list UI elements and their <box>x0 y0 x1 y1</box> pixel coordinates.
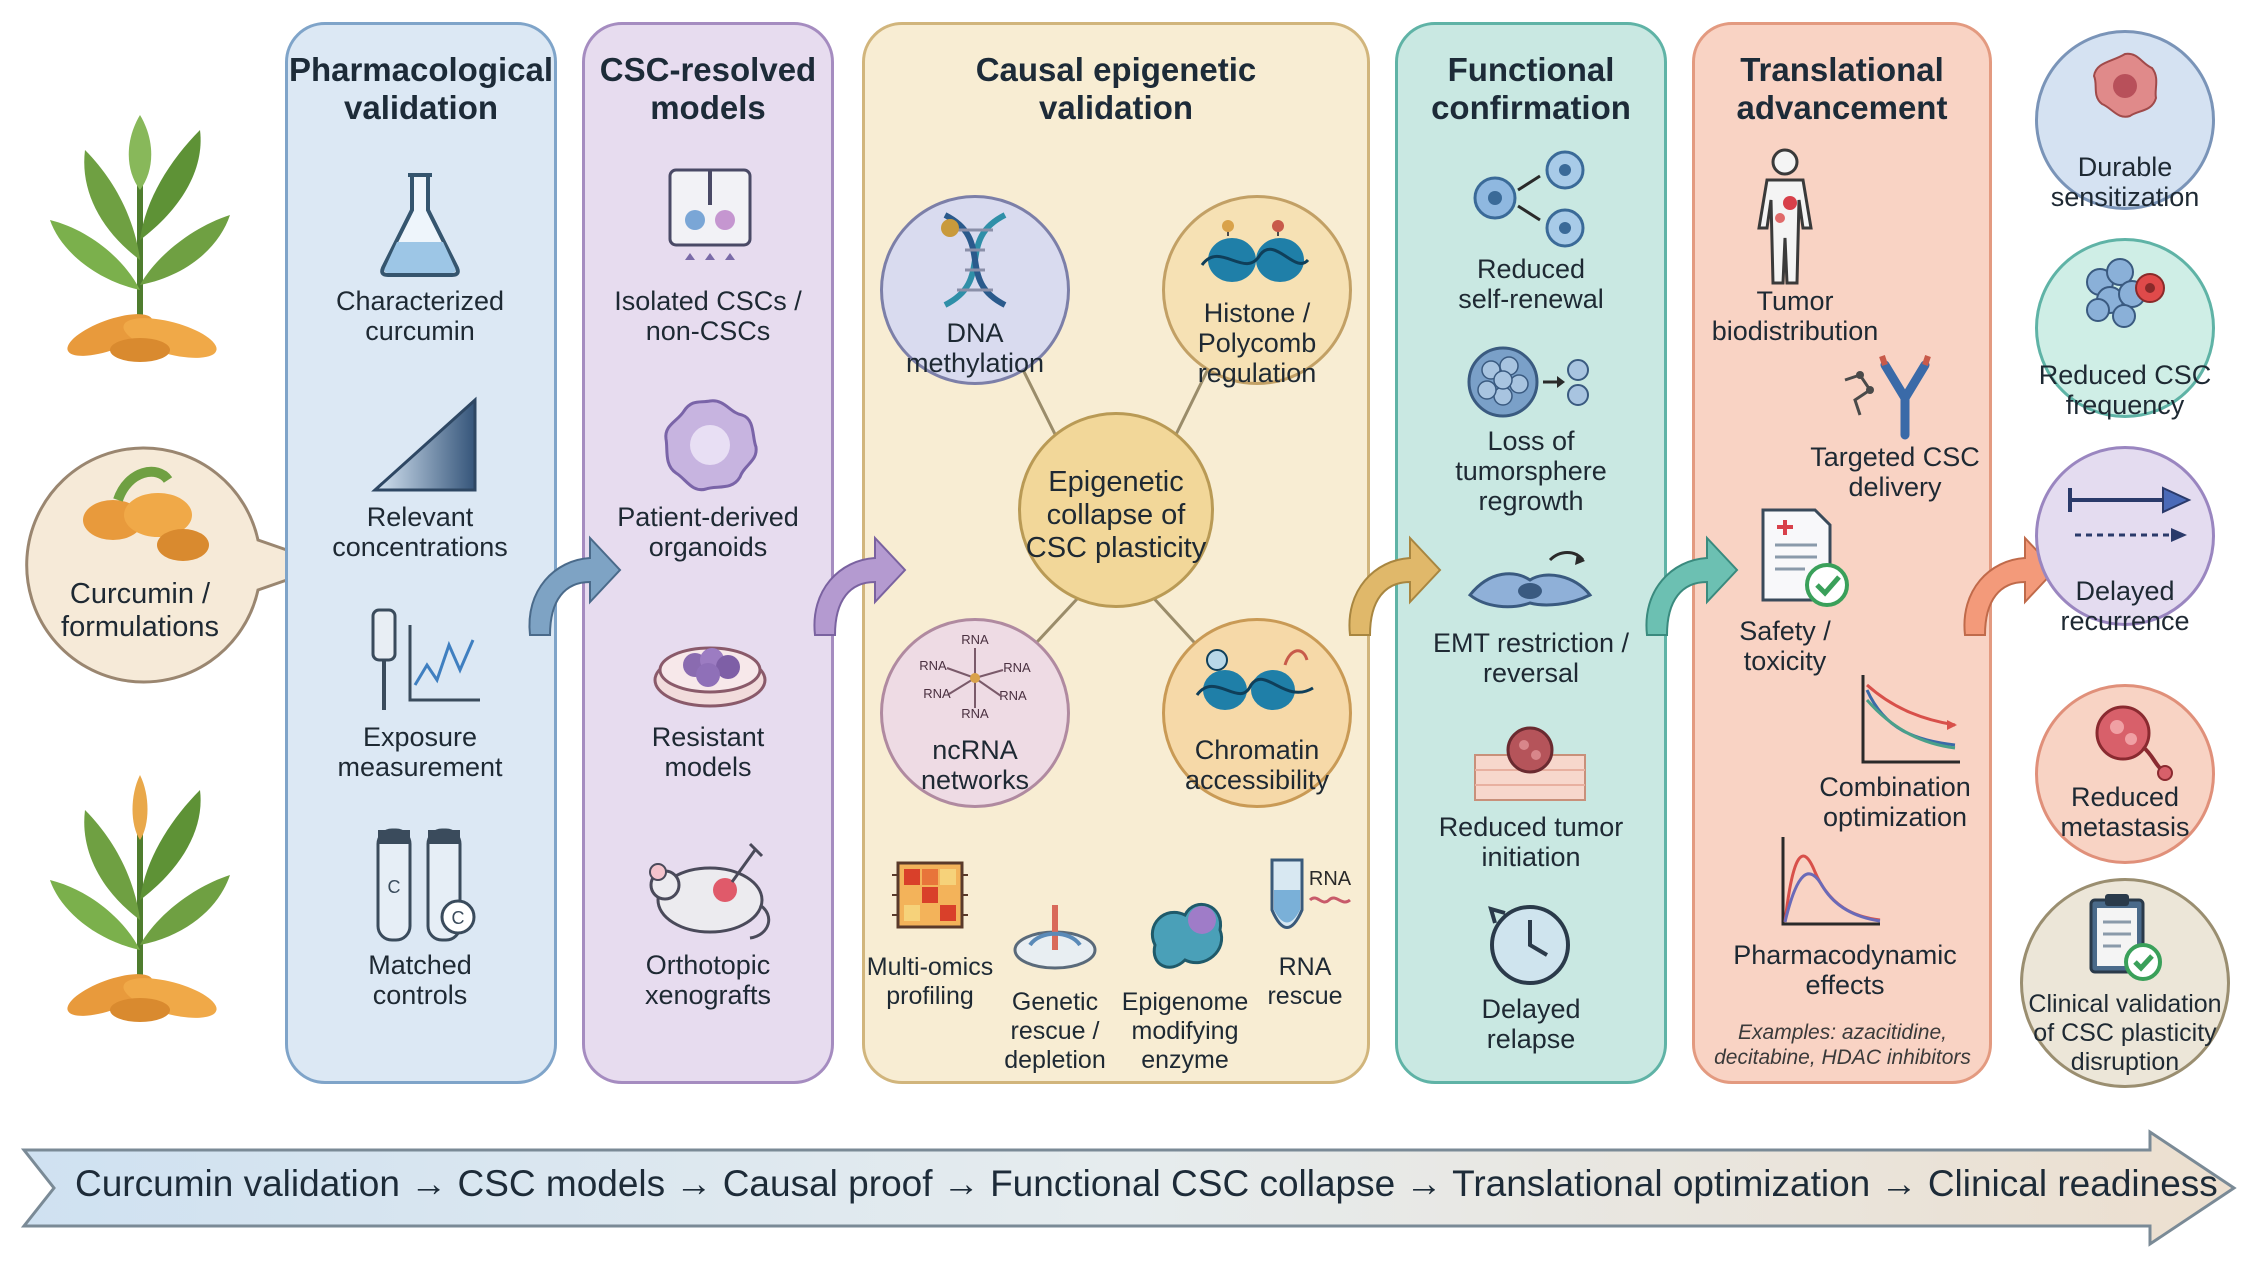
flow-arrow-pharm-to-csc <box>528 535 622 636</box>
petri-dish-icon <box>653 646 767 708</box>
tool-genetic-rescue: Genetic rescue / depletion <box>1004 988 1106 1074</box>
concentration-gradient-icon <box>371 396 477 492</box>
dna-helix-icon <box>941 212 1007 308</box>
tumorsphere-icon <box>1467 346 1589 418</box>
panel-functional-confirmation: Functional confirmation <box>1395 22 1667 1084</box>
curcumin-source-label: Curcumin / formulations <box>61 578 219 643</box>
turmeric-plant-bottom-icon <box>50 775 230 1022</box>
node-histone-polycomb-label: Histone / Polycomb regulation <box>1197 298 1317 388</box>
item-safety-toxicity: Safety / toxicity <box>1739 616 1831 676</box>
item-matched-controls: Matched controls <box>368 950 472 1010</box>
nucleosome-icon <box>1200 220 1310 282</box>
item-isolated-cscs: Isolated CSCs / non-CSCs <box>614 286 802 346</box>
center-label: Epigenetic collapse of CSC plasticity <box>1025 466 1207 564</box>
node-histone-polycomb <box>1162 195 1352 385</box>
rna-network-text-1: RNA <box>961 632 989 647</box>
safety-document-icon <box>1761 508 1849 607</box>
metastasis-cell-icon <box>2095 705 2173 781</box>
item-patient-derived-organoids: Patient-derived organoids <box>617 502 799 562</box>
exposure-meter-icon <box>371 608 480 710</box>
rna-network-icon: RNA RNA RNA RNA RNA RNA <box>919 632 1031 720</box>
flow-arrow-epi-to-func <box>1348 535 1442 636</box>
tube-c-circle-text: C <box>452 908 465 928</box>
node-dna-methylation-label: DNA methylation <box>905 318 1045 378</box>
flask-icon <box>380 173 460 277</box>
panel-title: Translational advancement <box>1736 51 1948 126</box>
delay-timeline-icon <box>2068 486 2192 542</box>
rna-network-text-4: RNA <box>923 686 951 701</box>
pharmacodynamic-curve-icon <box>1781 837 1881 926</box>
node-ncrna-networks-label: ncRNA networks <box>920 735 1030 795</box>
epigenetic-connectors <box>970 266 1260 714</box>
rna-network-text-5: RNA <box>999 688 1027 703</box>
chromatin-icon <box>1195 649 1314 710</box>
item-characterized-curcumin: Characterized curcumin <box>335 286 505 346</box>
examples-note: Examples: azacitidine, decitabine, HDAC … <box>1714 1021 1971 1069</box>
rna-tube-icon: RNA <box>1270 858 1352 929</box>
combination-graph-icon <box>1861 675 1960 764</box>
rna-tube-text: RNA <box>1309 868 1352 890</box>
enzyme-icon <box>1150 902 1224 969</box>
turmeric-plant-top-icon <box>50 115 230 362</box>
outcome-delayed-recurrence-label: Delayed recurrence <box>2060 576 2190 636</box>
node-chromatin-accessibility-label: Chromatin accessibility <box>1184 735 1330 795</box>
tool-epigenome-enzyme: Epigenome modifying enzyme <box>1121 988 1249 1074</box>
item-targeted-csc-delivery: Targeted CSC delivery <box>1810 442 1980 502</box>
heatmap-chip-icon <box>892 861 968 929</box>
outcome-reduced-metastasis-label: Reduced metastasis <box>2060 782 2190 842</box>
item-emt-restriction: EMT restriction / reversal <box>1432 628 1630 688</box>
rna-network-text-6: RNA <box>961 706 989 720</box>
item-combination-optimization: Combination optimization <box>1819 772 1971 832</box>
matched-controls-tubes-icon: C C <box>376 828 476 942</box>
flow-arrow-func-to-trans <box>1645 535 1739 636</box>
item-reduced-self-renewal: Reduced self-renewal <box>1458 254 1604 314</box>
emt-cell-icon <box>1467 551 1593 609</box>
flow-arrow-source-to-pharm <box>250 520 320 600</box>
cancer-cell-icon <box>2092 52 2158 118</box>
human-body-icon <box>1757 148 1813 285</box>
panel-title: Causal epigenetic validation <box>975 51 1257 126</box>
tool-multi-omics: Multi-omics profiling <box>866 953 994 1010</box>
panel-title: Pharmacological validation <box>288 51 554 126</box>
item-pharmacodynamic-effects: Pharmacodynamic effects <box>1733 940 1957 1000</box>
self-renewal-cells-icon <box>1473 150 1585 248</box>
cell-sorter-icon <box>668 168 752 260</box>
item-reduced-tumor-initiation: Reduced tumor initiation <box>1438 812 1624 872</box>
tool-rna-rescue: RNA rescue <box>1267 953 1343 1010</box>
outcome-durable-sensitization-label: Durable sensitization <box>2050 152 2200 212</box>
item-loss-of-tumorsphere: Loss of tumorsphere regrowth <box>1455 426 1607 516</box>
item-resistant-models: Resistant models <box>651 722 765 782</box>
tube-c-text: C <box>388 877 401 897</box>
mouse-xenograft-icon <box>649 842 771 940</box>
cell-cluster-icon <box>2086 258 2165 328</box>
rna-network-text-2: RNA <box>919 658 947 673</box>
clipboard-check-icon <box>2089 894 2162 981</box>
item-exposure-measurement: Exposure measurement <box>337 722 503 782</box>
item-orthotopic-xenografts: Orthotopic xenografts <box>644 950 772 1010</box>
antibody-drug-icon <box>1844 355 1931 440</box>
panel-title: Functional confirmation <box>1431 51 1631 126</box>
outcome-clinical-validation-label: Clinical validation of CSC plasticity di… <box>2028 990 2222 1076</box>
panel-title: CSC-resolved models <box>599 51 817 126</box>
pipeline-text: Curcumin validation → CSC models → Causa… <box>75 1163 2218 1204</box>
node-chromatin-accessibility <box>1162 618 1352 808</box>
organoid-icon <box>664 399 758 492</box>
rna-network-text-3: RNA <box>1003 660 1031 675</box>
clock-relapse-icon <box>1488 905 1570 985</box>
flow-arrow-csc-to-epi <box>813 535 907 636</box>
item-delayed-relapse: Delayed relapse <box>1481 994 1581 1054</box>
source-bubble-shape <box>25 446 335 684</box>
genetic-rescue-icon <box>1013 905 1097 970</box>
item-tumor-biodistribution: Tumor biodistribution <box>1711 286 1879 346</box>
tissue-tumor-icon <box>1474 726 1586 801</box>
item-relevant-concentrations: Relevant concentrations <box>332 502 508 562</box>
node-epigenetic-collapse-center <box>1018 412 1214 608</box>
outcome-reduced-csc-frequency-label: Reduced CSC frequency <box>2038 360 2212 420</box>
pipeline-arrow-shape <box>20 1129 2237 1247</box>
